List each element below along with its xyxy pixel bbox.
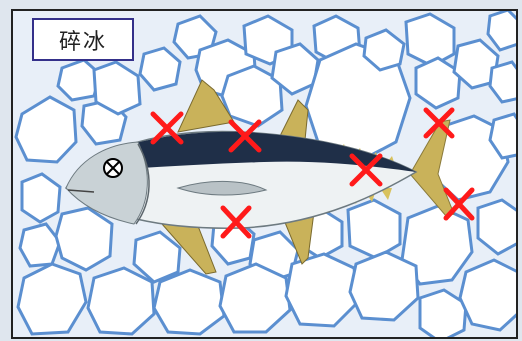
- ice-cube: [154, 270, 224, 334]
- ice-cube: [488, 11, 518, 50]
- ice-cube: [348, 200, 400, 258]
- circled-x-icon: [104, 159, 122, 177]
- ice-cube: [16, 97, 76, 162]
- ice-cube: [220, 264, 290, 332]
- ice-cube: [350, 252, 418, 320]
- ice-cube: [140, 48, 180, 90]
- ice-cube: [490, 62, 518, 102]
- ice-cube: [56, 208, 112, 270]
- ice-cube: [22, 174, 60, 222]
- ice-cube: [460, 260, 518, 330]
- ice-cube: [134, 232, 180, 282]
- ice-cube: [416, 58, 460, 108]
- ice-cube: [286, 254, 358, 326]
- title-label: 碎冰: [32, 18, 134, 61]
- ice-cube: [88, 268, 154, 334]
- ice-cube: [478, 200, 518, 254]
- title-text: 碎冰: [59, 24, 107, 56]
- ice-cube: [18, 264, 86, 334]
- ice-cube: [20, 224, 60, 266]
- ice-cube: [94, 62, 140, 114]
- ice-cube: [406, 14, 454, 66]
